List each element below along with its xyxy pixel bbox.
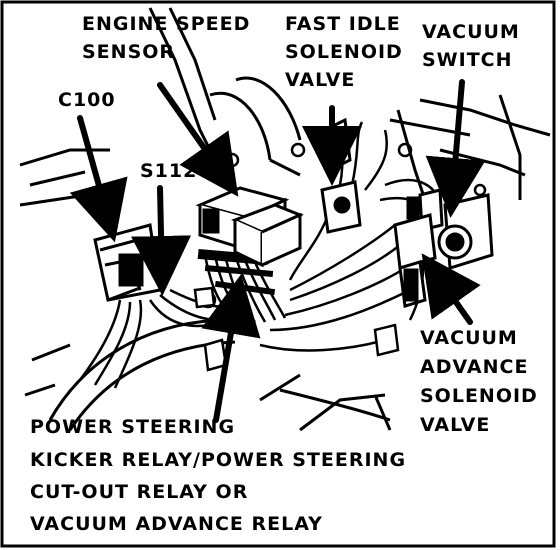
label-line: VACUUM: [422, 21, 520, 43]
label-line: ADVANCE: [420, 356, 528, 378]
label-line: VACUUM ADVANCE RELAY: [30, 513, 323, 535]
arrow-power-steering-relay: [201, 274, 261, 423]
label-line: SWITCH: [422, 49, 513, 71]
vacuum-advance-solenoid: [393, 213, 437, 308]
power-steering-relay: [231, 203, 304, 268]
label-engine-speed-sensor: ENGINE SPEED SENSOR: [82, 13, 250, 63]
arrow-engine-speed-sensor: [157, 82, 239, 197]
c100-connector: [93, 223, 162, 302]
label-line: VACUUM: [420, 327, 518, 349]
label-line: SENSOR: [82, 41, 175, 63]
label-line: POWER STEERING: [30, 416, 235, 438]
label-vacuum-advance-solenoid-valve: VACUUM ADVANCE SOLENOID VALVE: [420, 327, 538, 436]
label-line: SOLENOID: [420, 385, 538, 407]
label-line: CUT-OUT RELAY OR: [30, 481, 248, 503]
callout-arrows: [69, 79, 486, 423]
label-vacuum-switch: VACUUM SWITCH: [422, 21, 520, 71]
label-line: VALVE: [420, 414, 490, 436]
label-line: VALVE: [285, 69, 355, 91]
label-line: ENGINE SPEED: [82, 13, 250, 35]
label-line: KICKER RELAY/POWER STEERING: [30, 449, 406, 471]
label-c100: C100: [58, 89, 116, 111]
arrow-s112: [131, 185, 192, 296]
label-power-steering-relay: POWER STEERING KICKER RELAY/POWER STEERI…: [30, 416, 406, 535]
label-fast-idle-solenoid-valve: FAST IDLE SOLENOID VALVE: [285, 13, 403, 91]
label-line: FAST IDLE: [285, 13, 401, 35]
label-line: SOLENOID: [285, 41, 403, 63]
arrow-vacuum-advance: [421, 253, 481, 325]
arrow-vacuum-switch: [425, 79, 486, 218]
arrow-c100: [69, 115, 128, 243]
label-s112: S112: [140, 160, 197, 182]
